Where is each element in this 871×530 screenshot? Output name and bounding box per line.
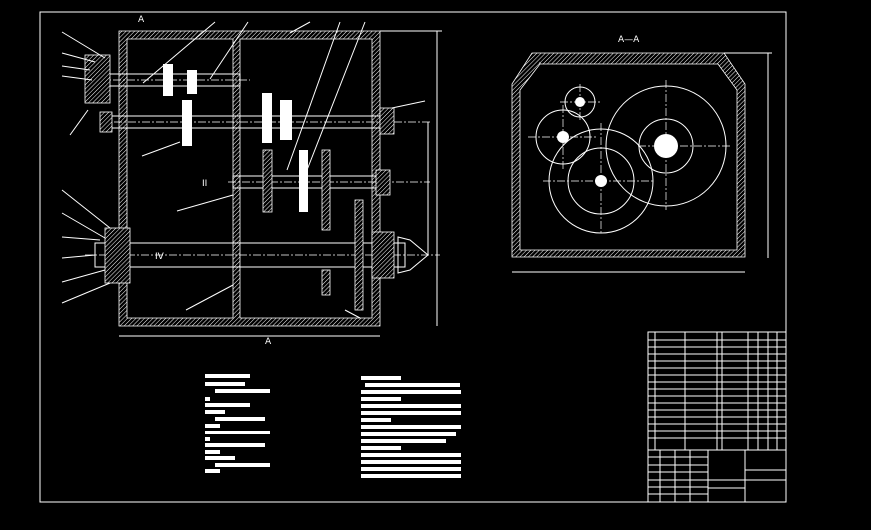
- cut-label-bottom: A: [265, 337, 272, 347]
- section-housing: [511, 52, 746, 258]
- housing-wall: [118, 30, 381, 327]
- section-label: A—A: [618, 35, 640, 45]
- drawing-frame: [39, 11, 787, 503]
- title-block: [647, 331, 787, 503]
- gearbox-section-view: II IV A A: [61, 15, 442, 347]
- technical-notes-right: [361, 376, 461, 478]
- section-a-a-view: A—A: [511, 35, 772, 273]
- cut-label-top: A: [138, 15, 145, 25]
- spindle-nose: [397, 236, 429, 274]
- leader-lines: [61, 21, 426, 319]
- shaft-label-2: II: [202, 179, 207, 189]
- shaft-label-4: IV: [155, 252, 165, 262]
- pulley: [84, 54, 111, 104]
- technical-notes-left: [205, 374, 270, 473]
